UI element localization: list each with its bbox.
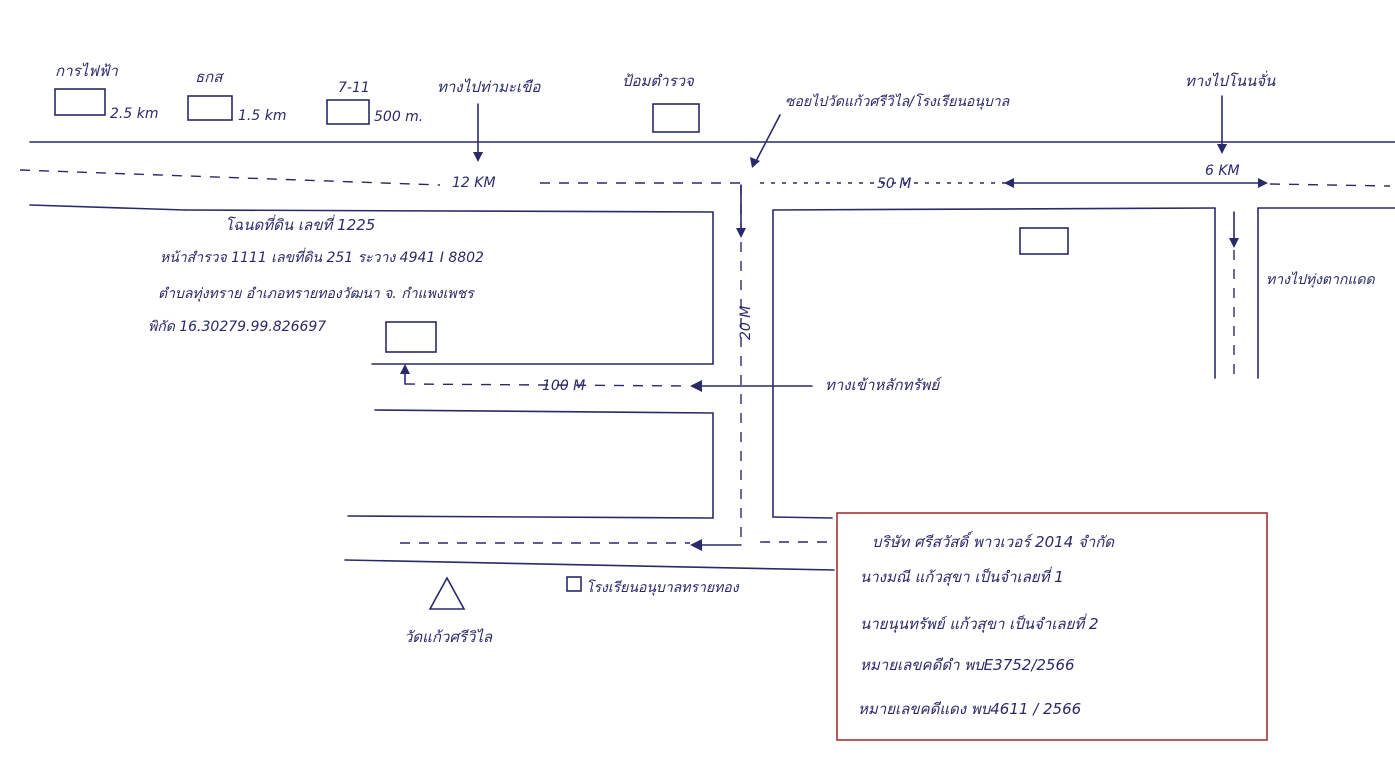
deed-line-4: พิกัด 16.30279.99.826697 (148, 319, 326, 335)
case-info-line-2: นางมณี แก้วสุขา เป็นจำเลยที่ 1 (860, 566, 1064, 586)
case-info-box (836, 512, 1268, 741)
to-non-chan-arrowhead (1217, 144, 1227, 154)
baac-box (187, 95, 233, 121)
deed-line-1: โฉนดที่ดิน เลขที่ 1225 (225, 214, 375, 234)
home-entrance-label: ทางเข้าหลักทรัพย์ (825, 376, 942, 394)
temple-triangle (428, 576, 466, 610)
path-100m-arrowhead (400, 364, 410, 374)
soi-to-temple-arrow (754, 114, 781, 164)
electricity-box (54, 88, 106, 116)
distance-50m: 50 M (877, 176, 911, 192)
to-tha-makhuea-arrowhead (473, 152, 483, 162)
highway-center-line-4 (1269, 183, 1391, 187)
electricity-distance: 2.5 km (110, 106, 158, 122)
case-info-line-4: หมายเลขคดีดำ พบE3752/2566 (860, 656, 1075, 674)
case-info-line-1: บริษัท ศรีสวัสดิ์ พาวเวอร์ 2014 จำกัด (872, 531, 1115, 551)
temple-label: วัดแก้วศรีวิไล (404, 628, 493, 646)
distance-12km: 12 KM (452, 175, 496, 191)
police-box (652, 103, 700, 133)
plot-property-box (385, 321, 437, 353)
distance-20m: 20 M (738, 306, 754, 340)
school-label: โรงเรียนอนุบาลทรายทอง (586, 579, 740, 596)
highway-center-line (19, 169, 441, 186)
lower-block-bottom (347, 515, 714, 519)
case-info-line-3: นายนุนทรัพย์ แก้วสุขา เป็นจำเลยที่ 2 (860, 613, 1099, 633)
distance-100m: 100 M (542, 378, 585, 394)
baac-distance: 1.5 km (238, 108, 286, 124)
police-box-label: ป้อมตำรวจ (622, 72, 695, 90)
to-tha-makhuea-label: ทางไปท่ามะเขือ (437, 78, 541, 96)
plot-top-left (184, 209, 714, 213)
case-info-line-5: หมายเลขคดีแดง พบ4611 / 2566 (858, 700, 1081, 718)
lower-block-top (374, 409, 714, 414)
right-block-building (1019, 227, 1069, 255)
distance-6km: 6 KM (1205, 163, 1240, 179)
distance-50m-arrowhead-left (1004, 178, 1014, 188)
soi-entry-arrowhead (736, 228, 746, 238)
to-thung-tak-daet-label: ทางไปทุ่งตากแดด (1266, 271, 1375, 288)
deed-line-2: หน้าสำรวจ 1111 เลขที่ดิน 251 ระวาง 4941 … (160, 247, 484, 266)
bottom-road-bottom-edge (344, 559, 835, 571)
home-entrance-arrowhead (690, 380, 702, 392)
seven-eleven-label: 7-11 (338, 80, 370, 96)
baac-label: ธกส (195, 68, 225, 86)
deed-line-3: ตำบลทุ่งทราย อำเภอทรายทองวัฒนา จ. กำแพงเ… (158, 286, 475, 302)
right-block-top (772, 207, 1216, 211)
soi-to-temple-label: ซอยไปวัดแก้วศรีวิไล/โรงเรียนอนุบาล (785, 93, 1011, 110)
bottom-road-arrowhead (690, 539, 702, 551)
soi-to-temple-arrowhead (750, 157, 760, 168)
school-box (566, 576, 582, 592)
path-100m-dashed (404, 383, 691, 387)
seven-eleven-distance: 500 m. (374, 109, 423, 125)
to-non-chan-label: ทางไปโนนจั่น (1185, 70, 1276, 90)
highway-bottom-edge-left (29, 204, 186, 211)
seven-eleven-box (326, 99, 370, 125)
right-block-bottom (772, 516, 833, 519)
to-thung-tak-daet-arrowhead (1229, 238, 1239, 248)
electricity-label: การไฟฟ้า (55, 62, 118, 80)
distance-6km-arrowhead-right (1258, 178, 1268, 188)
